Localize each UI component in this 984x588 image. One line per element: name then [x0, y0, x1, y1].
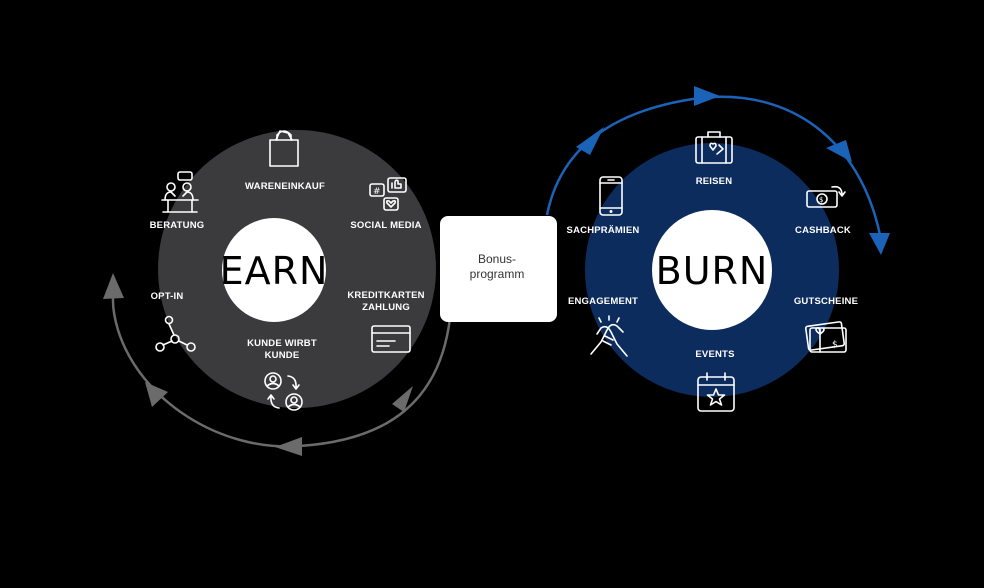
- svg-text:#: #: [373, 187, 381, 197]
- label-kreditkarten-line1: KREDITKARTEN: [347, 290, 424, 301]
- label-cashback: CASHBACK: [795, 225, 851, 236]
- label-beratung: BERATUNG: [150, 220, 205, 231]
- earn-group: EARN WARENEINKAUF SOCIAL MEDIA KREDITKAR…: [103, 130, 452, 456]
- network-icon: [155, 315, 196, 352]
- earn-arrowhead-right: [392, 386, 413, 412]
- consultation-icon: [161, 171, 199, 213]
- burn-arrowhead-right: [826, 140, 852, 162]
- smartphone-icon: [599, 176, 623, 216]
- suitcase-icon: [695, 131, 733, 164]
- label-sachpraemien: SACHPRÄMIEN: [567, 225, 640, 236]
- earn-title: EARN: [220, 249, 329, 293]
- burn-arrowhead-top: [694, 86, 720, 106]
- bonus-program-line1: Bonus-: [478, 252, 516, 266]
- credit-card-icon: [371, 325, 411, 353]
- earn-arrowhead-bottom: [275, 437, 302, 456]
- burn-group: BURN REISEN CASHBACK GUTSCHEINE EVENTS E…: [545, 86, 890, 412]
- label-events: EVENTS: [695, 349, 734, 360]
- handshake-icon: [590, 315, 628, 357]
- label-social-media: SOCIAL MEDIA: [350, 220, 421, 231]
- label-kunde-wirbt-line1: KUNDE WIRBT: [247, 338, 317, 349]
- label-engagement: ENGAGEMENT: [568, 296, 638, 307]
- earn-core: [222, 218, 326, 322]
- label-gutscheine: GUTSCHEINE: [794, 296, 858, 307]
- label-kreditkarten-line2: ZAHLUNG: [362, 302, 410, 313]
- label-wareneinkauf: WARENEINKAUF: [245, 181, 325, 192]
- earn-cycle-arrow: [111, 284, 452, 448]
- burn-title: BURN: [656, 249, 769, 293]
- label-opt-in: OPT-IN: [151, 291, 184, 302]
- svg-text:$: $: [819, 196, 823, 204]
- calendar-star-icon: [697, 372, 735, 412]
- burn-core: [652, 210, 772, 330]
- svg-text:$: $: [832, 340, 838, 350]
- burn-arrowhead-bottom: [869, 233, 890, 255]
- label-kunde-wirbt-line2: KUNDE: [265, 350, 300, 361]
- gift-card-icon: $: [804, 321, 847, 353]
- cashback-icon: $: [806, 185, 846, 208]
- burn-arrowhead-left: [576, 127, 604, 155]
- social-media-icon: #: [369, 177, 407, 211]
- label-reisen: REISEN: [696, 176, 733, 187]
- shopping-bag-icon: [269, 130, 299, 167]
- referral-icon: [264, 372, 303, 411]
- earn-arrowhead-left: [145, 382, 168, 407]
- bonus-program-box: Bonus- programm: [440, 216, 557, 322]
- bonus-program-line2: programm: [470, 267, 525, 281]
- earn-arrowhead-top: [103, 273, 124, 299]
